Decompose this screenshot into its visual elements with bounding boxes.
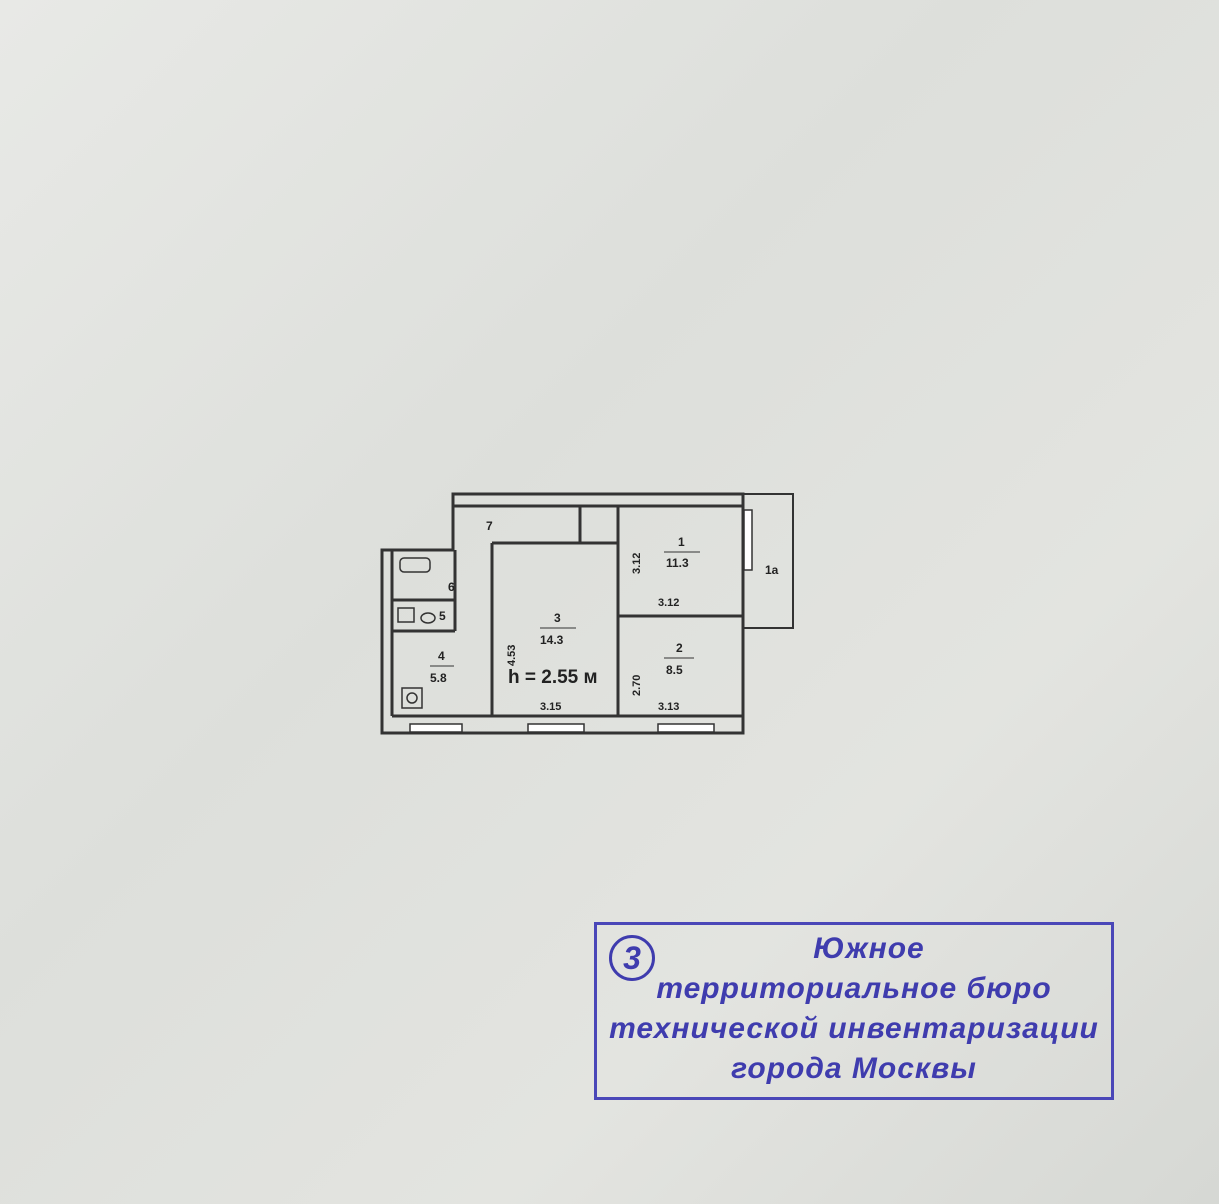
stamp-text: Южное территориальное бюро технической и…	[597, 929, 1111, 1089]
room-3-area: 14.3	[540, 633, 564, 647]
room-2-number: 2	[676, 641, 683, 655]
room-2-height: 2.70	[631, 675, 643, 696]
bti-stamp: 3 Южное территориальное бюро технической…	[594, 922, 1114, 1100]
room-1-height: 3.12	[631, 553, 643, 574]
room-4-number: 4	[438, 649, 445, 663]
room-1-area: 11.3	[666, 556, 689, 570]
room-2-area: 8.5	[666, 663, 683, 677]
room-6-number: 6	[448, 580, 455, 594]
stamp-number: 3	[609, 935, 655, 981]
room-1-width: 3.12	[658, 597, 679, 609]
room-3-height: 4.53	[506, 645, 518, 666]
stamp-line: Южное	[813, 932, 925, 965]
floor-plan: 7 6 5 4 5.8 3 14.3 h = 2.55 м 3.15 4.53 …	[380, 488, 800, 738]
ceiling-height: h = 2.55 м	[508, 667, 598, 688]
floor-plan-drawing: 7 6 5 4 5.8 3 14.3 h = 2.55 м 3.15 4.53 …	[380, 492, 794, 735]
stamp-line: территориальное бюро	[656, 972, 1052, 1005]
room-3-number: 3	[554, 611, 561, 625]
room-2-width: 3.13	[658, 701, 679, 713]
stamp-line: технической инвентаризации	[609, 1012, 1099, 1045]
room-3-width: 3.15	[540, 701, 561, 713]
room-1-number: 1	[678, 535, 685, 549]
room-5-number: 5	[439, 609, 446, 623]
stamp-line: города Москвы	[731, 1052, 977, 1085]
room-7-number: 7	[486, 519, 493, 533]
room-4-area: 5.8	[430, 671, 447, 685]
room-1a-number: 1а	[765, 563, 779, 577]
